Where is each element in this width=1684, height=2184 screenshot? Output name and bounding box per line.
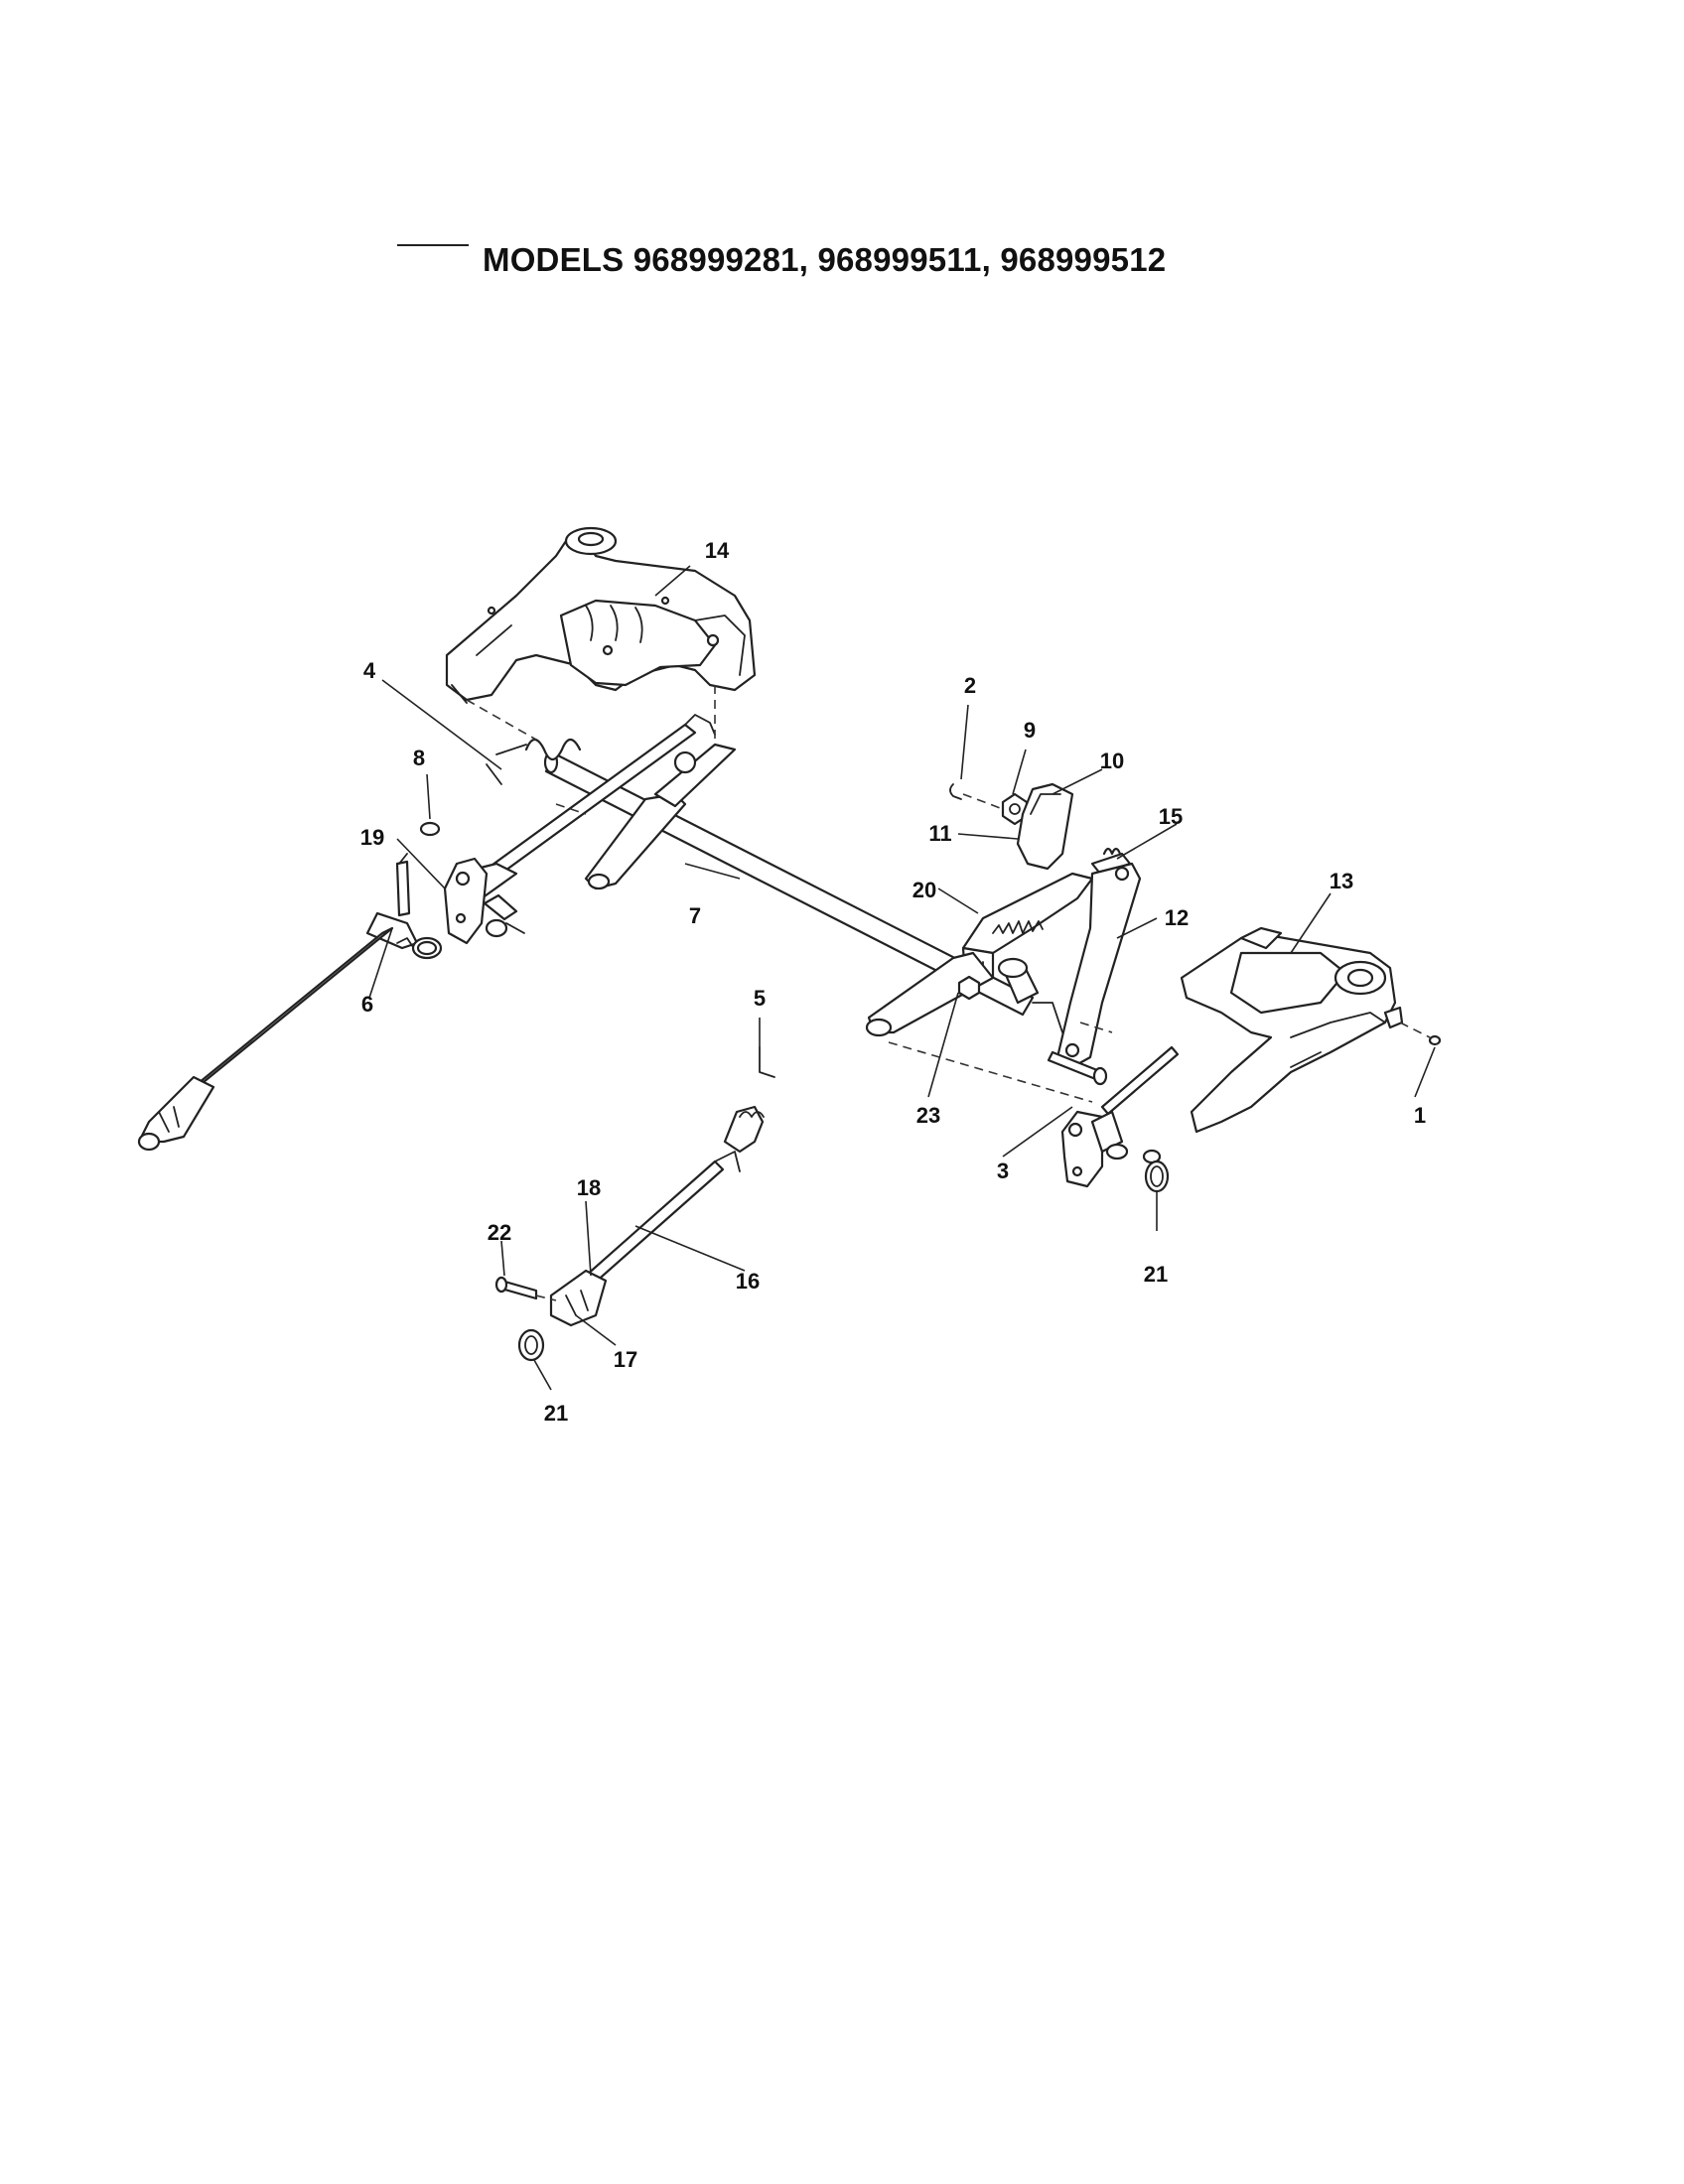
callout-10: 10 [1100, 749, 1124, 773]
callout-7: 7 [689, 903, 701, 928]
callout-16: 16 [736, 1269, 760, 1294]
retaining-ring-lower [517, 1328, 545, 1362]
quadrant-plate [961, 872, 1094, 980]
right-bracket [1180, 926, 1442, 1134]
bolt-3 [1047, 1050, 1108, 1086]
title-rule [397, 244, 469, 246]
retaining-ring-right [1144, 1160, 1170, 1193]
page-title: MODELS 968999281, 968999511, 968999512 [483, 241, 1167, 278]
callout-9: 9 [1024, 718, 1036, 743]
nut-23 [957, 975, 981, 1001]
callout-15: 15 [1159, 804, 1183, 829]
callout-20: 20 [912, 878, 936, 902]
callout-1: 1 [1414, 1103, 1426, 1128]
callout-5: 5 [754, 986, 766, 1011]
left-bracket [445, 526, 757, 704]
link-plate [443, 857, 489, 945]
clip-2 [949, 783, 962, 800]
fastener-1 [1428, 1034, 1442, 1046]
callout-18: 18 [577, 1175, 601, 1200]
right-link-rod [1100, 1045, 1180, 1116]
cross-shaft [543, 743, 1035, 1017]
pivot-arm [865, 951, 1093, 1103]
right-clevis-plate [1060, 1110, 1162, 1188]
lower-link-rod [584, 1046, 775, 1286]
pedal-pad [1016, 782, 1074, 871]
callout-22: 22 [488, 1220, 511, 1245]
callout-13: 13 [1330, 869, 1353, 893]
callout-14: 14 [705, 538, 730, 563]
callout-8: 8 [413, 746, 425, 770]
callout-21-right: 21 [1144, 1262, 1168, 1287]
callout-3: 3 [997, 1159, 1009, 1183]
callout-17: 17 [614, 1347, 637, 1372]
lower-clevis [494, 1269, 608, 1327]
callout-4: 4 [363, 658, 376, 683]
callout-11: 11 [928, 821, 951, 846]
callout-6: 6 [361, 992, 373, 1017]
callout-12: 12 [1165, 905, 1189, 930]
washer-8 [419, 821, 441, 837]
callout-19: 19 [360, 825, 384, 850]
callout-2: 2 [964, 673, 976, 698]
callout-23: 23 [916, 1103, 940, 1128]
leader-lines [368, 565, 1436, 1391]
callout-labels: 1 2 3 4 5 6 7 8 9 10 11 12 13 14 15 16 1… [360, 538, 1426, 1426]
pedal-arm [1055, 862, 1142, 1069]
spring-rod-assembly [465, 685, 716, 893]
left-link-rod [137, 853, 443, 1152]
callout-21-lower: 21 [544, 1401, 568, 1426]
